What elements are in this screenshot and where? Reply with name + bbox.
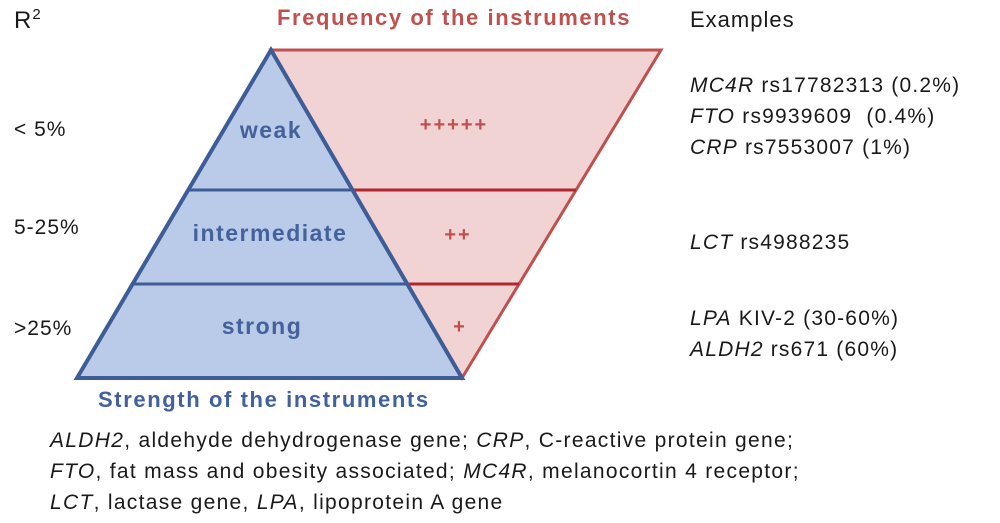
example-strong-1: LPA KIV-2 (30-60%) bbox=[690, 307, 900, 330]
r2-range-weak: < 5% bbox=[14, 118, 67, 141]
r2-range-intermediate: 5-25% bbox=[14, 216, 80, 239]
strength-title: Strength of the instruments bbox=[98, 387, 430, 412]
footnote-line-1: ALDH2, aldehyde dehydrogenase gene; CRP,… bbox=[50, 429, 795, 452]
footnote-line-2: FTO, fat mass and obesity associated; MC… bbox=[50, 460, 800, 483]
footnote-line-3: LCT, lactase gene, LPA, lipoprotein A ge… bbox=[50, 491, 504, 514]
frequency-mark-intermediate: ++ bbox=[444, 224, 471, 246]
frequency-mark-strong: + bbox=[453, 316, 467, 338]
example-weak-1: MC4R rs17782313 (0.2%) bbox=[690, 74, 961, 97]
example-weak-2: FTO rs9939609 (0.4%) bbox=[690, 105, 936, 128]
strength-pyramid bbox=[73, 46, 466, 380]
level-weak-label: weak bbox=[239, 117, 302, 143]
example-strong-2: ALDH2 rs671 (60%) bbox=[690, 338, 899, 361]
example-weak-3: CRP rs7553007 (1%) bbox=[690, 136, 912, 159]
frequency-title: Frequency of the instruments bbox=[277, 5, 632, 30]
example-intermediate-1: LCT rs4988235 bbox=[690, 231, 851, 254]
r-squared-header: R2 bbox=[14, 6, 42, 34]
examples-header: Examples bbox=[690, 7, 795, 32]
level-strong-label: strong bbox=[222, 313, 303, 339]
frequency-mark-weak: +++++ bbox=[420, 114, 488, 136]
r2-range-strong: >25% bbox=[14, 317, 73, 340]
level-intermediate-label: intermediate bbox=[193, 220, 348, 246]
